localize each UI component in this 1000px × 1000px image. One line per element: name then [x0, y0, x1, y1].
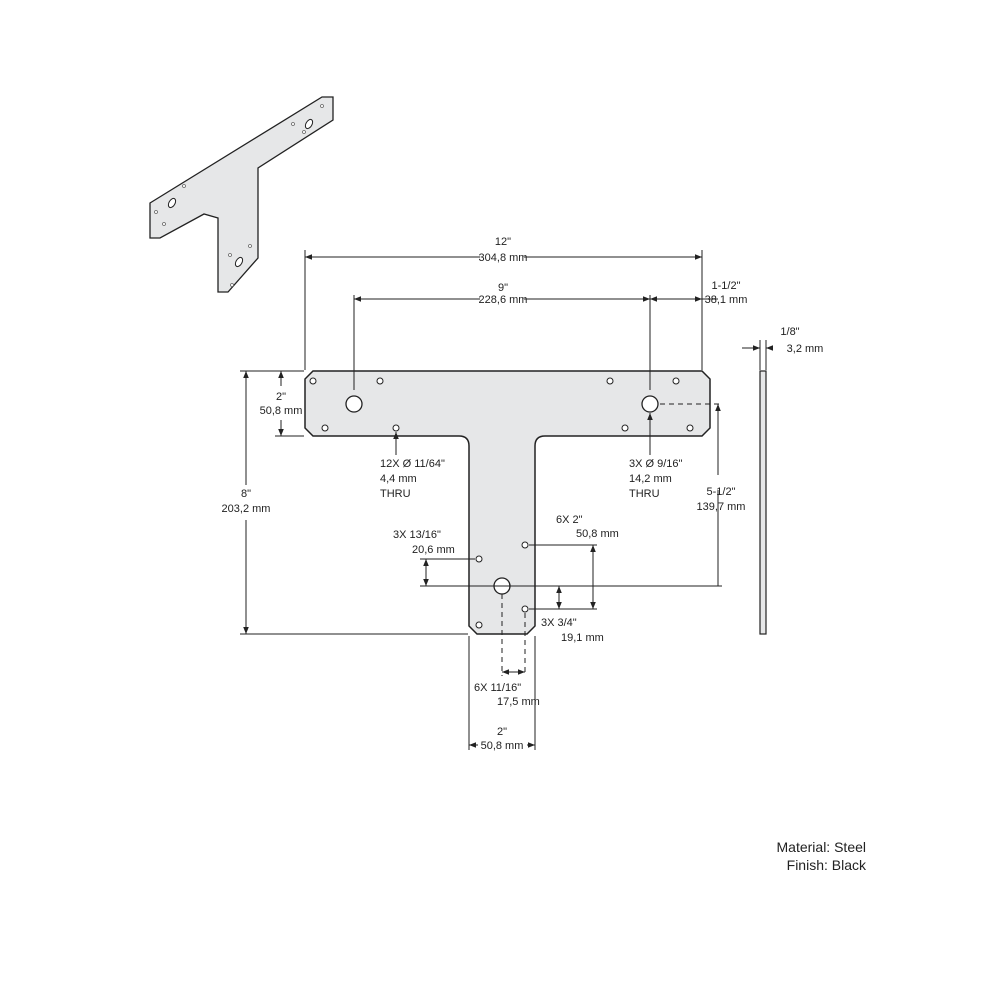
- hole-spacing-metric: 228,6 mm: [479, 294, 528, 306]
- bar-height-imperial: 2": [276, 391, 286, 403]
- small-holes-metric: 4,4 mm: [380, 473, 417, 485]
- stem-width-imperial: 2": [497, 726, 507, 738]
- stem-horizontal-metric: 17,5 mm: [497, 696, 540, 708]
- specs-block: Material: Steel Finish: Black: [777, 838, 866, 874]
- small-holes-note: THRU: [380, 488, 411, 500]
- overall-height-metric: 203,2 mm: [222, 503, 271, 515]
- finish-label: Finish: Black: [786, 857, 866, 873]
- stem-offset-right-imperial: 3X 3/4": [541, 617, 577, 629]
- edge-offset-metric: 38,1 mm: [705, 294, 748, 306]
- stem-offset-left-imperial: 3X 13/16": [393, 529, 441, 541]
- large-holes-metric: 14,2 mm: [629, 473, 672, 485]
- hole-spacing-imperial: 9": [498, 282, 508, 294]
- plate-front-view: [304, 370, 711, 635]
- small-holes-count: 12X Ø 11/64": [380, 458, 445, 470]
- small-holes: [309, 377, 694, 629]
- overall-width-metric: 304,8 mm: [479, 252, 528, 264]
- material-label: Material: Steel: [776, 839, 866, 855]
- large-hole-vertical-metric: 139,7 mm: [697, 501, 746, 513]
- edge-offset-imperial: 1-1/2": [712, 280, 741, 292]
- overall-height-imperial: 8": [241, 488, 251, 500]
- stem-width-metric: 50,8 mm: [481, 740, 524, 752]
- thickness-metric: 3,2 mm: [787, 343, 824, 355]
- large-hole-vertical-imperial: 5-1/2": [707, 486, 736, 498]
- stem-offset-left-metric: 20,6 mm: [412, 544, 455, 556]
- dimension-lines: [240, 250, 773, 750]
- stem-horizontal-imperial: 6X 11/16": [474, 682, 521, 694]
- overall-width-imperial: 12": [495, 236, 511, 248]
- plate-side-view: [759, 370, 767, 635]
- thickness-imperial: 1/8": [780, 326, 799, 338]
- stem-offset-right-metric: 19,1 mm: [561, 632, 604, 644]
- isometric-plate-view: [149, 96, 334, 293]
- large-holes-note: THRU: [629, 488, 660, 500]
- stem-spacing-metric: 50,8 mm: [576, 528, 619, 540]
- stem-spacing-imperial: 6X 2": [556, 514, 583, 526]
- bar-height-metric: 50,8 mm: [260, 405, 303, 417]
- large-holes-count: 3X Ø 9/16": [629, 458, 683, 470]
